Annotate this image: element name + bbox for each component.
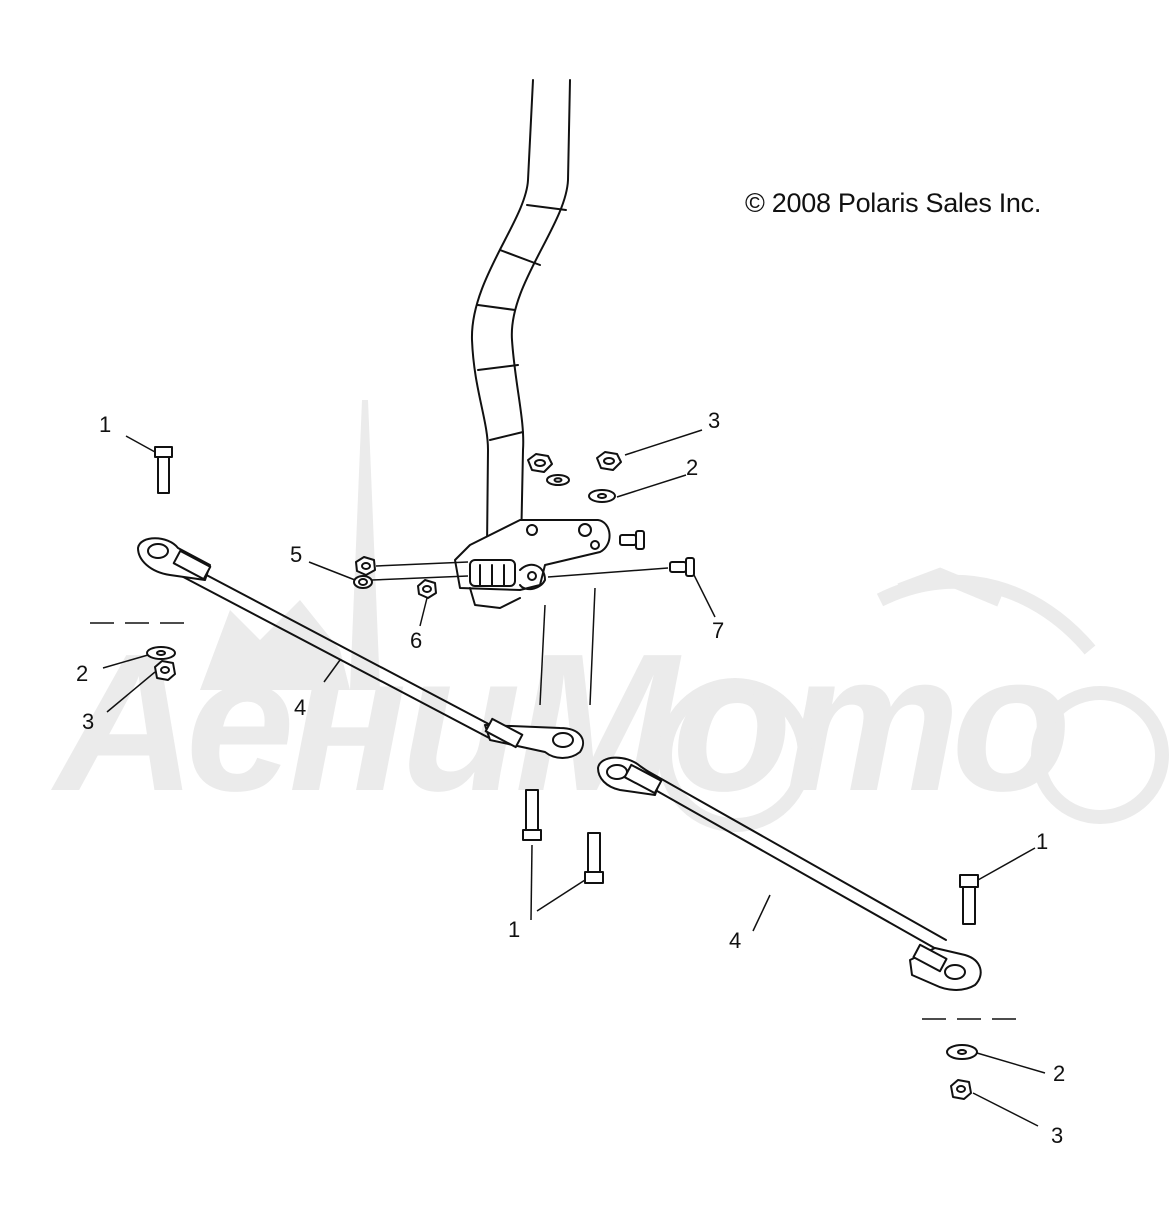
- nut-5b: [353, 575, 373, 589]
- nut-5a: [355, 556, 376, 576]
- callout-2-left: 2: [76, 661, 89, 686]
- nut-top-a: [527, 453, 553, 473]
- bolt-1-center-b: [584, 832, 604, 884]
- bolt-7b: [669, 557, 695, 577]
- washer-top-a: [546, 474, 570, 486]
- watermark-spire: [200, 400, 380, 690]
- leader-lines: [90, 429, 1046, 1127]
- copyright-notice: © 2008 Polaris Sales Inc.: [745, 188, 1042, 218]
- parts: [137, 79, 982, 1100]
- callout-3-right: 3: [1051, 1123, 1064, 1148]
- callout-6: 6: [410, 628, 423, 653]
- washer-left: [146, 646, 176, 660]
- tie-rod-left: [137, 537, 585, 759]
- callout-5: 5: [290, 542, 303, 567]
- tie-rod-right: [597, 756, 982, 991]
- bolt-1-right: [959, 874, 979, 925]
- callout-4-left: 4: [294, 695, 307, 720]
- callout-7: 7: [712, 618, 725, 643]
- washer-top-b: [588, 489, 616, 503]
- callout-1-center: 1: [508, 917, 521, 942]
- steering-shaft-right-edge: [510, 79, 571, 549]
- nut-6: [417, 579, 437, 599]
- steering-shaft-left-edge: [470, 79, 534, 549]
- nut-right: [950, 1079, 972, 1100]
- callout-1-right: 1: [1036, 829, 1049, 854]
- bolt-1-center-a: [522, 789, 542, 841]
- callout-2-right: 2: [1053, 1061, 1066, 1086]
- callout-2-top: 2: [686, 455, 699, 480]
- nut-top-b: [596, 451, 622, 471]
- nut-left: [154, 660, 176, 681]
- bolt-7a: [619, 530, 645, 550]
- washer-right: [946, 1044, 978, 1060]
- callout-3-top: 3: [708, 408, 721, 433]
- callout-1-topleft: 1: [99, 412, 112, 437]
- callout-4-right: 4: [729, 928, 742, 953]
- callout-3-left: 3: [82, 709, 95, 734]
- watermark-graphics: [658, 567, 1169, 832]
- bolt-1-topleft: [154, 446, 173, 494]
